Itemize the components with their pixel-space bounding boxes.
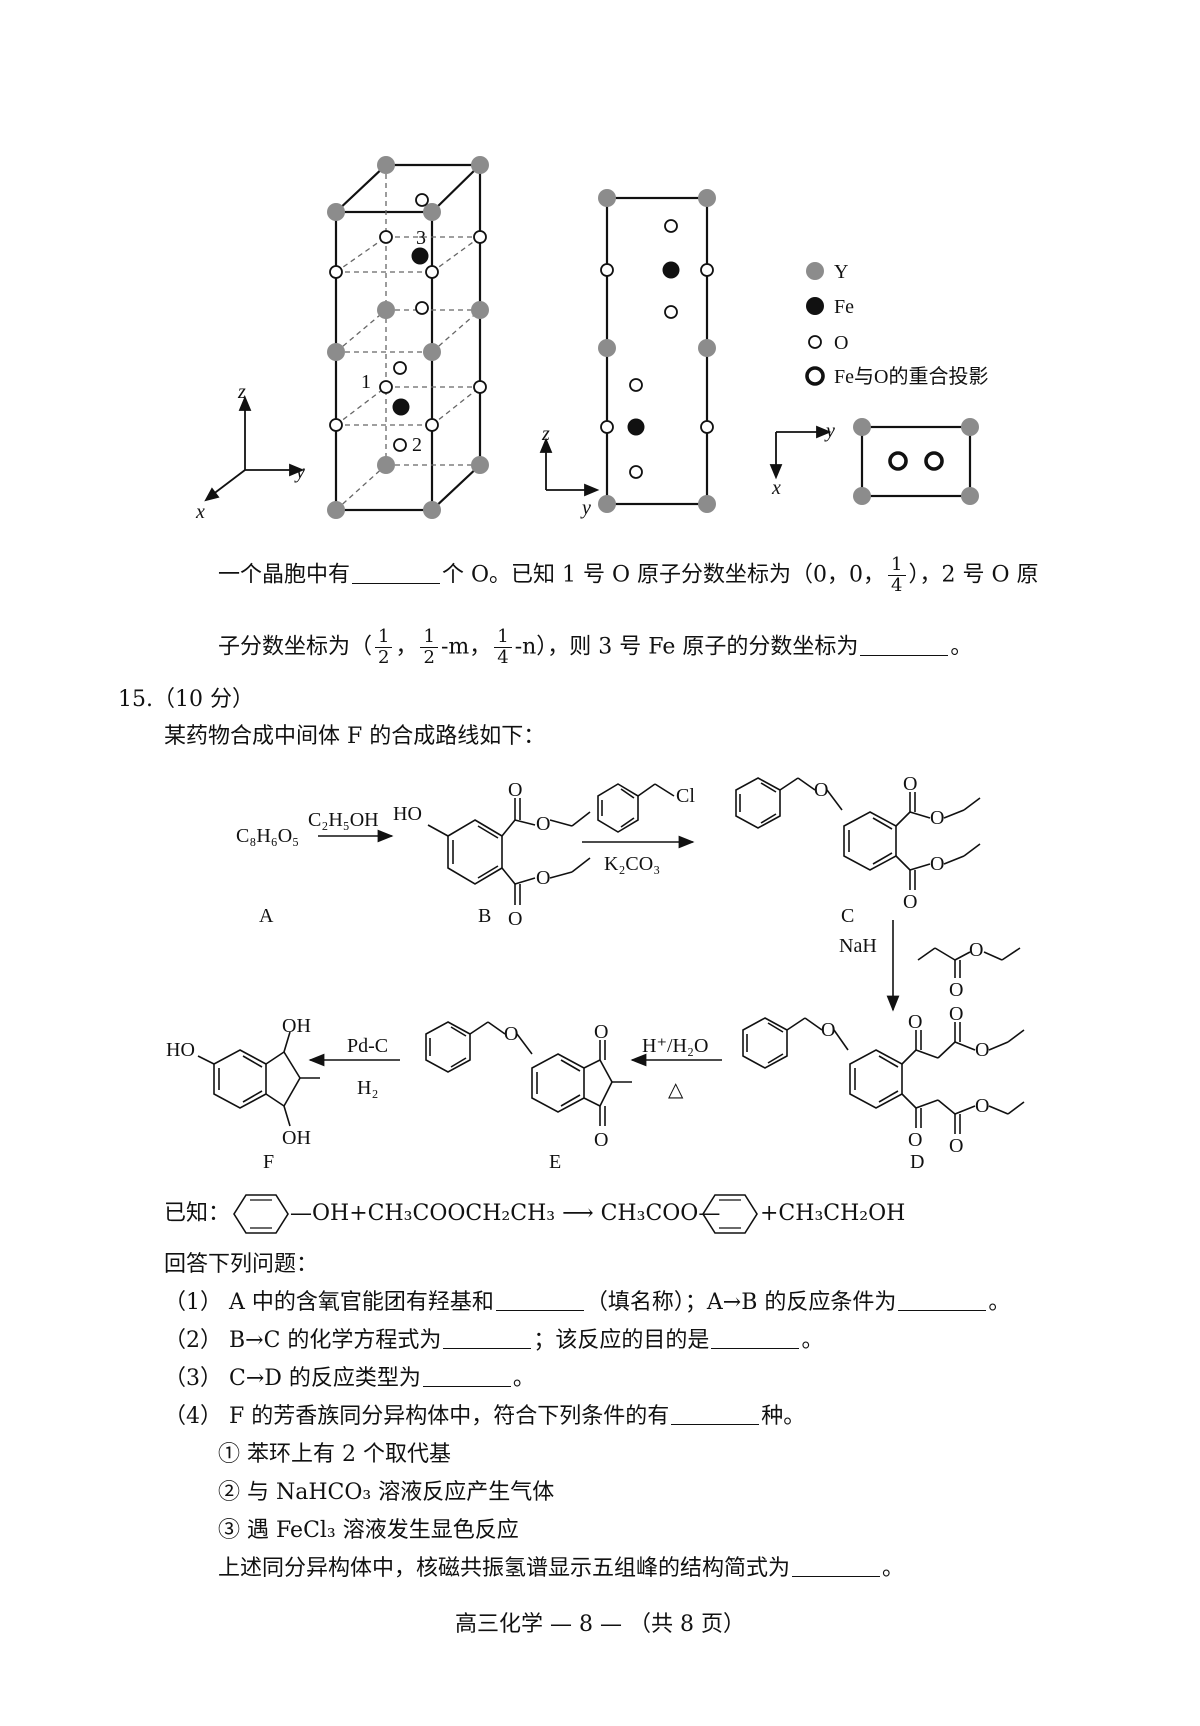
axis3d-z: z bbox=[237, 381, 246, 403]
svg-text:HO: HO bbox=[166, 1039, 195, 1061]
svg-text:O: O bbox=[949, 1135, 963, 1157]
svg-text:O: O bbox=[821, 1019, 835, 1041]
answer-intro: 回答下列问题： bbox=[164, 1252, 319, 1277]
label-f: F bbox=[263, 1151, 274, 1173]
label-3: 3 bbox=[416, 227, 426, 249]
svg-text:HO: HO bbox=[393, 803, 422, 825]
top-projection bbox=[853, 418, 979, 505]
condition-1: ① 苯环上有 2 个取代基 bbox=[218, 1442, 451, 1467]
compound-a-formula: C₈H₆O₅ bbox=[236, 825, 299, 847]
answer-blank[interactable] bbox=[352, 561, 441, 584]
answer-blank[interactable] bbox=[422, 1364, 511, 1387]
label-c: C bbox=[841, 905, 854, 927]
svg-text:O: O bbox=[814, 779, 828, 801]
sub-question-3: （3） C→D 的反应类型为。 bbox=[164, 1364, 535, 1391]
svg-text:O: O bbox=[908, 1129, 922, 1151]
crystal-figure: 3 1 2 z y x z y Y Fe O Fe bbox=[195, 156, 988, 523]
svg-text:O: O bbox=[508, 779, 522, 801]
answer-blank[interactable] bbox=[711, 1326, 800, 1349]
svg-text:O: O bbox=[536, 867, 550, 889]
svg-text:O: O bbox=[975, 1095, 989, 1117]
legend-o: O bbox=[834, 332, 848, 354]
svg-text:O: O bbox=[903, 773, 917, 795]
answer-blank[interactable] bbox=[671, 1402, 760, 1425]
synthesis-scheme: C₈H₆O₅ C₂H₅OH HO O O O O Cl K₂CO₃ O O O … bbox=[166, 773, 1025, 1173]
label-e: E bbox=[549, 1151, 561, 1173]
reagent-de-top: H⁺/H₂O bbox=[642, 1035, 708, 1057]
reagent-ab: C₂H₅OH bbox=[308, 809, 379, 831]
known-reaction-mid: —OH+CH₃COOCH₂CH₃ ⟶ CH₃COO— bbox=[290, 1201, 721, 1226]
sub-question-2: （2） B→C 的化学方程式为；该反应的目的是。 bbox=[164, 1326, 824, 1353]
axes-front bbox=[539, 437, 600, 497]
axis-front-z: z bbox=[541, 423, 550, 445]
unit-cell-3d bbox=[334, 163, 482, 512]
legend-overlap: Fe与O的重合投影 bbox=[834, 365, 988, 388]
fe-atoms bbox=[392, 247, 429, 416]
sub-question-4: （4） F 的芳香族同分异构体中，符合下列条件的有种。 bbox=[164, 1402, 806, 1429]
svg-text:O: O bbox=[903, 891, 917, 913]
y-atoms bbox=[327, 156, 489, 519]
axis-top-y: y bbox=[824, 420, 835, 442]
answer-blank[interactable] bbox=[443, 1326, 532, 1349]
svg-text:O: O bbox=[975, 1039, 989, 1061]
known-reaction-end: +CH₃CH₂OH bbox=[760, 1201, 906, 1226]
label-2: 2 bbox=[412, 434, 422, 456]
page-footer: 高三化学 — 8 — （共 8 页） bbox=[455, 1612, 745, 1637]
reagent-bc-top: Cl bbox=[676, 785, 695, 807]
unit-cell-hidden-edges bbox=[335, 165, 481, 511]
axis-front-y: y bbox=[580, 497, 591, 519]
sub-question-1: （1） A 中的含氧官能团有羟基和（填名称）；A→B 的反应条件为。 bbox=[164, 1288, 1011, 1315]
label-a: A bbox=[259, 905, 274, 927]
legend-y: Y bbox=[834, 261, 848, 283]
reagent-cd: NaH bbox=[839, 935, 877, 957]
svg-text:OH: OH bbox=[282, 1015, 311, 1037]
legend-fe: Fe bbox=[834, 296, 854, 318]
axis-top-x: x bbox=[771, 477, 781, 499]
answer-blank[interactable] bbox=[792, 1554, 881, 1577]
benzene-ring-2 bbox=[702, 1194, 758, 1234]
known-label: 已知： bbox=[164, 1201, 231, 1226]
svg-text:O: O bbox=[969, 939, 983, 961]
benzene-ring-1 bbox=[233, 1194, 289, 1234]
svg-text:O: O bbox=[504, 1023, 518, 1045]
svg-text:O: O bbox=[594, 1129, 608, 1151]
q15-intro: 某药物合成中间体 F 的合成路线如下： bbox=[164, 724, 546, 749]
svg-text:O: O bbox=[930, 807, 944, 829]
final-question: 上述同分异构体中，核磁共振氢谱显示五组峰的结构简式为。 bbox=[218, 1554, 905, 1581]
axes-top bbox=[769, 425, 832, 480]
svg-text:O: O bbox=[908, 1011, 922, 1033]
legend bbox=[805, 262, 825, 386]
svg-text:O: O bbox=[930, 853, 944, 875]
label-b: B bbox=[478, 905, 491, 927]
o-atoms bbox=[329, 193, 487, 452]
condition-3: ③ 遇 FeCl₃ 溶液发生显色反应 bbox=[218, 1518, 519, 1543]
svg-text:O: O bbox=[949, 1003, 963, 1025]
axes-3d bbox=[204, 395, 305, 502]
reagent-ef-bottom: H₂ bbox=[357, 1077, 378, 1099]
reagent-bc-bottom: K₂CO₃ bbox=[604, 853, 660, 875]
svg-text:O: O bbox=[508, 908, 522, 930]
svg-text:OH: OH bbox=[282, 1127, 311, 1149]
front-projection bbox=[598, 189, 716, 513]
answer-blank[interactable] bbox=[495, 1288, 584, 1311]
label-d: D bbox=[910, 1151, 924, 1173]
label-1: 1 bbox=[361, 371, 371, 393]
svg-text:O: O bbox=[949, 979, 963, 1001]
svg-text:O: O bbox=[594, 1021, 608, 1043]
reagent-de-bottom: △ bbox=[668, 1079, 684, 1101]
q15-header: 15.（10 分） bbox=[118, 687, 254, 712]
svg-text:O: O bbox=[536, 813, 550, 835]
axis3d-y: y bbox=[294, 461, 305, 483]
reagent-ef-top: Pd-C bbox=[347, 1035, 388, 1057]
condition-2: ② 与 NaHCO₃ 溶液反应产生气体 bbox=[218, 1480, 555, 1505]
axis3d-x: x bbox=[195, 501, 205, 523]
answer-blank[interactable] bbox=[860, 633, 949, 656]
answer-blank[interactable] bbox=[898, 1288, 987, 1311]
